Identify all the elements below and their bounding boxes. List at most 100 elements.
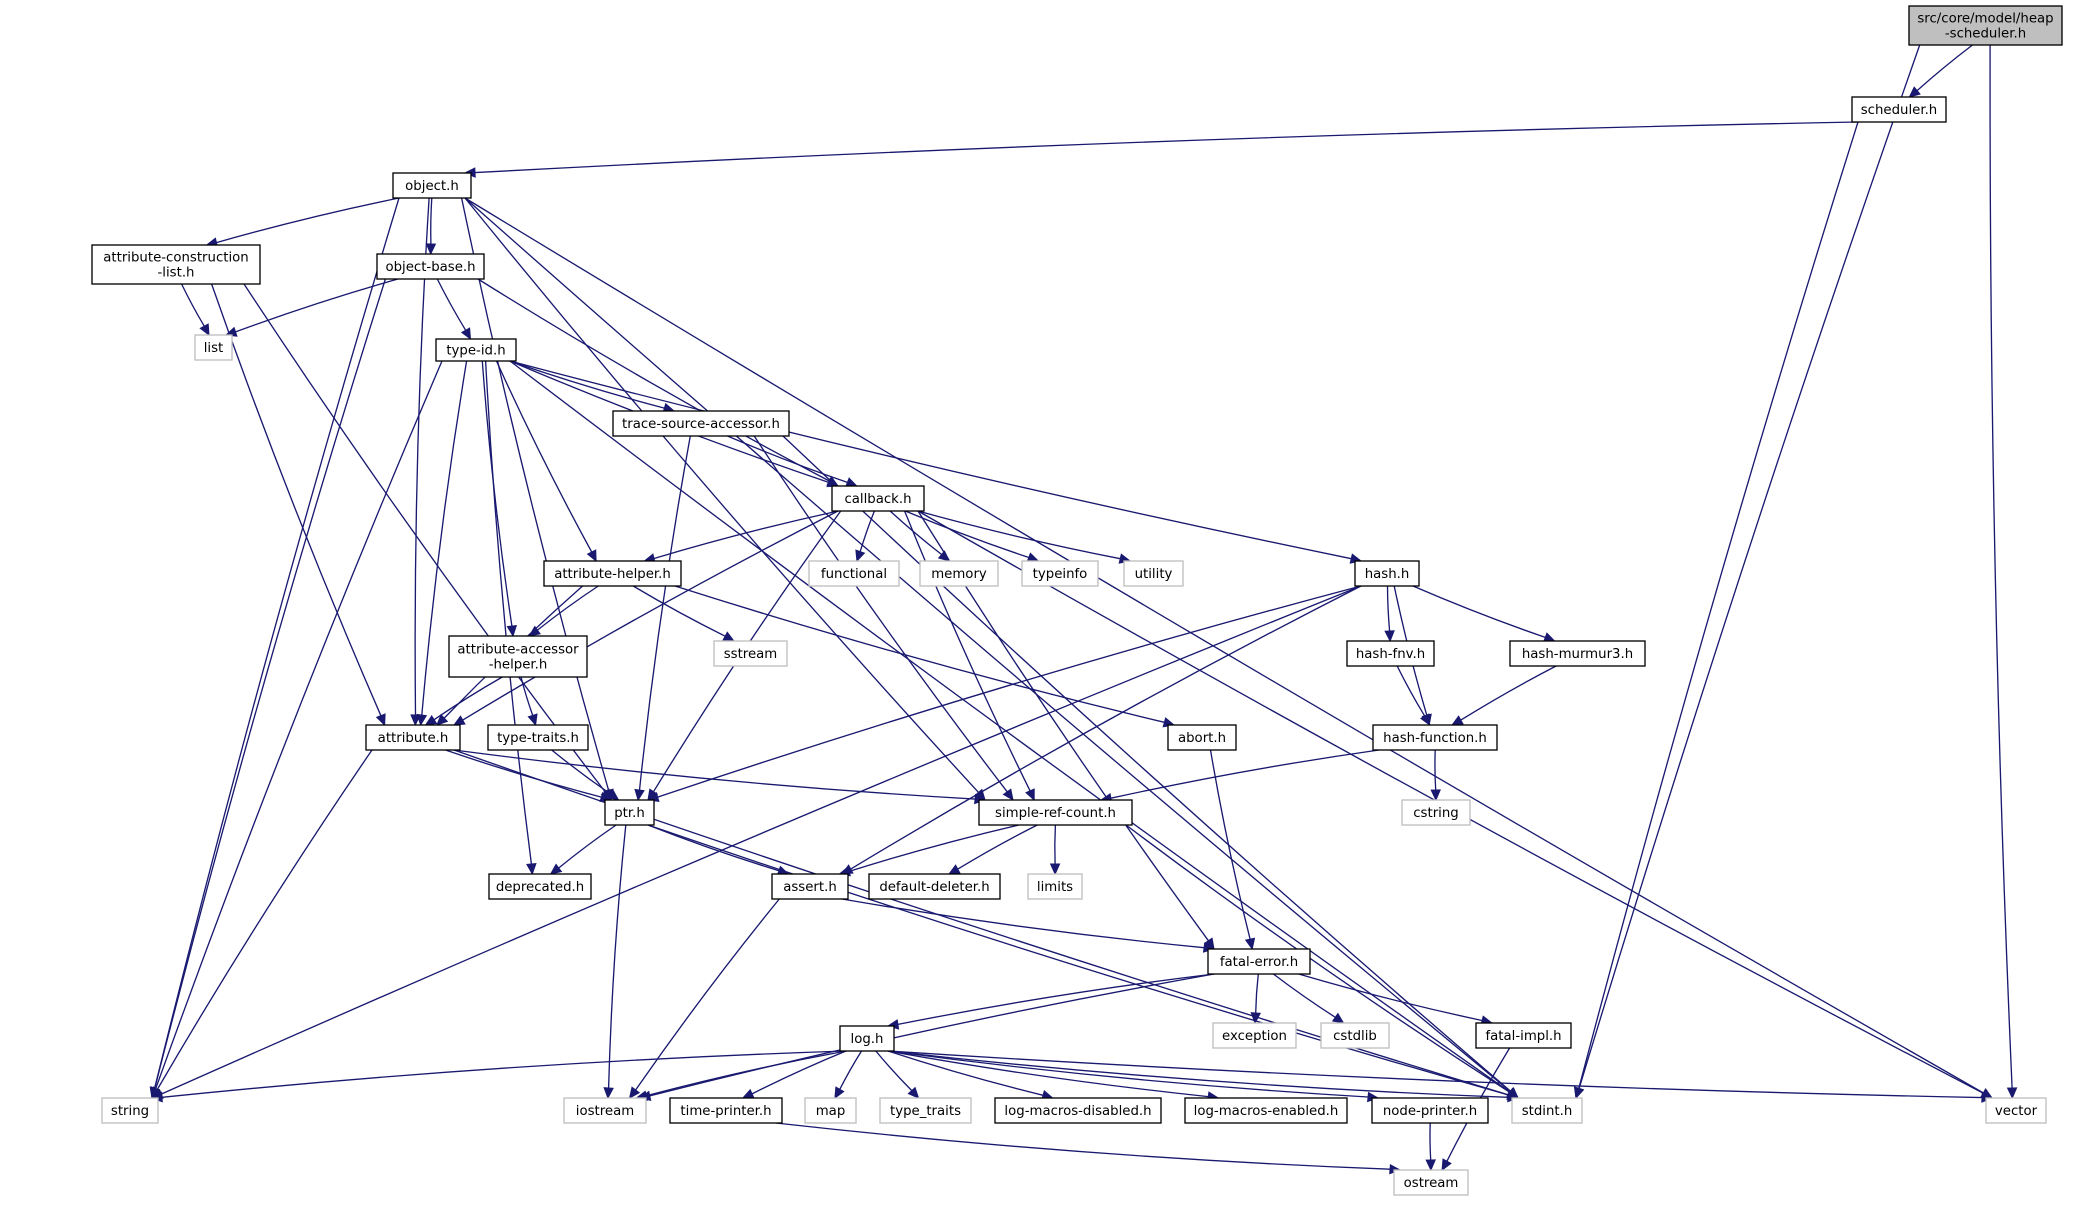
node-label-type_traits: type_traits (890, 1104, 961, 1119)
node-attrhelper[interactable]: attribute-helper.h (543, 560, 682, 587)
node-box-exception (1212, 1022, 1297, 1049)
node-label-logen: log-macros-enabled.h (1194, 1104, 1339, 1119)
arrowhead-hashfunc-to-cstring (1430, 789, 1441, 802)
edge-fatalerr-to-iostream (649, 973, 1215, 1097)
node-box-fatalimpl (1475, 1022, 1572, 1049)
edge-tsa-to-ptr (638, 435, 691, 791)
edge-log-to-logdis (887, 1050, 1044, 1096)
arrowhead-attrcons-to-list (199, 323, 210, 337)
node-box-hashmur (1509, 640, 1646, 667)
arrowhead-typetraits-to-ptr (606, 789, 620, 801)
arrowhead-hash-to-hashfnv (1384, 630, 1395, 643)
edge-typeid-to-deprecated (484, 360, 533, 865)
edge-fatalerr-to-fatalimpl (1298, 973, 1483, 1022)
node-memory: memory (919, 560, 999, 587)
node-object[interactable]: object.h (392, 172, 472, 199)
node-label-deprecated: deprecated.h (496, 880, 584, 895)
edge-objbase-to-typeid (436, 278, 467, 331)
edge-attrhelper-to-attracc (536, 585, 599, 631)
node-box-objbase (376, 253, 485, 280)
node-box-logdis (994, 1097, 1162, 1124)
arrowhead-root-to-vector (2006, 1087, 2018, 1100)
edge-src-to-stdint (1125, 824, 1511, 1093)
edge-scheduler-to-object (474, 121, 1859, 174)
edge-assert-to-iostream (635, 898, 780, 1091)
node-abort[interactable]: abort.h (1167, 724, 1237, 751)
edge-hashfunc-to-cstring (1434, 749, 1437, 791)
node-attracc[interactable]: attribute-accessor-helper.h (448, 635, 588, 678)
node-box-ostream (1393, 1169, 1469, 1196)
node-fatalimpl[interactable]: fatal-impl.h (1475, 1022, 1572, 1049)
arrowhead-tsa-to-ptr (634, 788, 645, 802)
node-timeprinter[interactable]: time-printer.h (669, 1097, 783, 1124)
edge-object-to-src (464, 197, 979, 793)
node-hash[interactable]: hash.h (1354, 560, 1420, 587)
edge-root-to-scheduler (1916, 44, 1973, 92)
node-hashfunc[interactable]: hash-function.h (1372, 724, 1498, 751)
node-deprecated[interactable]: deprecated.h (488, 873, 592, 900)
node-stdint: stdint.h (1511, 1097, 1583, 1124)
node-root[interactable]: src/core/model/heap-scheduler.h (1908, 5, 2063, 46)
node-box-root (1908, 5, 2063, 46)
edge-typeid-to-string (155, 360, 443, 1089)
node-callback[interactable]: callback.h (831, 485, 925, 512)
node-label-defdel: default-deleter.h (879, 880, 989, 895)
node-src[interactable]: simple-ref-count.h (978, 799, 1133, 826)
node-box-logen (1184, 1097, 1348, 1124)
node-label-cstring: cstring (1413, 806, 1458, 821)
arrowhead-tsa-to-src (1002, 788, 1014, 801)
arrowhead-attrhelper-to-sstream (722, 631, 735, 642)
arrowhead-fatalerr-to-exception (1250, 1012, 1262, 1025)
node-attrcons[interactable]: attribute-construction-list.h (91, 244, 261, 285)
edge-log-to-string (161, 1050, 847, 1098)
edge-objbase-to-string (154, 278, 387, 1089)
node-label-callback: callback.h (844, 492, 911, 507)
node-hashfnv[interactable]: hash-fnv.h (1346, 640, 1435, 667)
edges-layer (149, 44, 2018, 1175)
edge-ptr-to-stdint (647, 824, 1509, 1096)
edge-timeprinter-to-ostream (775, 1122, 1391, 1170)
node-assert[interactable]: assert.h (771, 873, 849, 900)
edge-hashmur-to-hashfunc (1460, 665, 1557, 721)
edge-attribute-to-src (453, 749, 976, 800)
node-hashmur[interactable]: hash-murmur3.h (1509, 640, 1646, 667)
edge-log-to-iostream (646, 1050, 847, 1097)
edge-callback-to-memory (889, 510, 943, 556)
node-nodeprinter[interactable]: node-printer.h (1371, 1097, 1489, 1124)
edge-assert-to-fatalerr (841, 898, 1205, 949)
edge-typetraits-to-ptr (551, 749, 611, 795)
node-ptr[interactable]: ptr.h (604, 799, 655, 826)
edge-hash-to-assert (850, 585, 1362, 870)
node-label-typetraits: type-traits.h (497, 731, 579, 746)
edge-hashfnv-to-hashfunc (1396, 665, 1426, 717)
node-typetraits[interactable]: type-traits.h (487, 724, 589, 751)
arrowhead-objbase-to-typeid (460, 327, 472, 341)
node-objbase[interactable]: object-base.h (376, 253, 485, 280)
edge-objbase-to-list (235, 278, 399, 333)
node-label-log: log.h (851, 1032, 884, 1047)
node-defdel[interactable]: default-deleter.h (868, 873, 1001, 900)
node-type_traits: type_traits (879, 1097, 972, 1124)
arrowhead-callback-to-functional (855, 549, 866, 563)
node-logen[interactable]: log-macros-enabled.h (1184, 1097, 1348, 1124)
edge-callback-to-attrhelper (653, 510, 839, 560)
node-typeid[interactable]: type-id.h (435, 338, 517, 362)
edge-src-to-limits (1054, 824, 1057, 865)
node-box-typeid (435, 338, 517, 362)
arrowhead-attrhelper-to-attribute (436, 713, 449, 726)
node-tsa[interactable]: trace-source-accessor.h (612, 410, 790, 437)
node-label-attribute: attribute.h (378, 731, 449, 746)
edge-object-to-ptr (460, 197, 610, 791)
node-label-hashfnv: hash-fnv.h (1356, 647, 1425, 662)
arrowhead-nodeprinter-to-ostream (1425, 1159, 1436, 1172)
node-scheduler[interactable]: scheduler.h (1851, 96, 1947, 123)
node-logdis[interactable]: log-macros-disabled.h (994, 1097, 1162, 1124)
edge-attrhelper-to-sstream (632, 585, 726, 637)
node-log[interactable]: log.h (839, 1025, 895, 1052)
node-label-hashmur: hash-murmur3.h (1522, 647, 1633, 662)
node-fatalerr[interactable]: fatal-error.h (1207, 948, 1311, 975)
node-attribute[interactable]: attribute.h (365, 724, 461, 751)
node-label-attracc: -helper.h (489, 658, 548, 673)
edge-root-to-stdint (1578, 44, 1921, 1089)
node-box-type_traits (879, 1097, 972, 1124)
